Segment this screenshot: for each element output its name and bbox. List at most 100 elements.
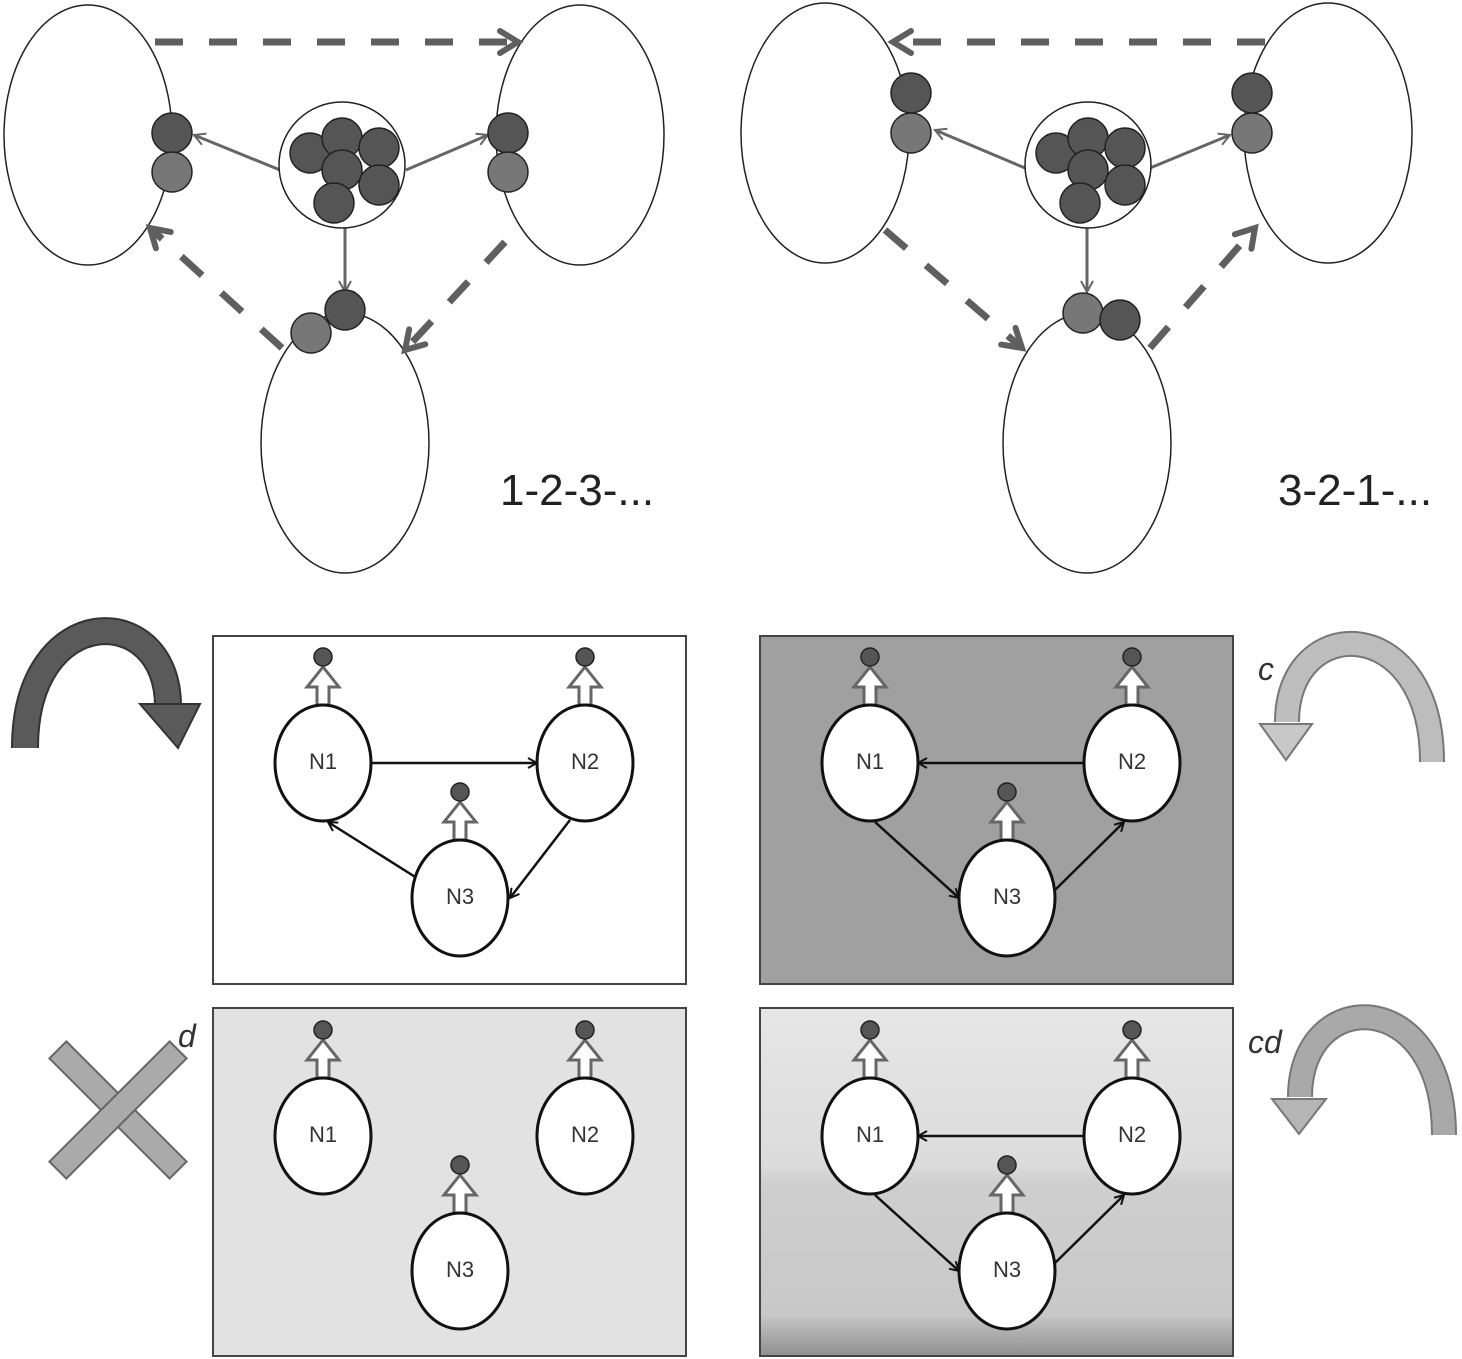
node-label: N2 [571, 1122, 599, 1147]
network-node: N1 [820, 1020, 920, 1196]
output-arrow-icon [440, 1172, 480, 1215]
neuron-ellipse [3, 4, 173, 266]
output-arrow-icon [565, 1037, 605, 1080]
output-arrow-icon [440, 799, 480, 842]
connection-arrow [1054, 822, 1124, 891]
output-arrow-icon [987, 799, 1027, 842]
synapse-dot [290, 312, 332, 354]
output-dot [1122, 1020, 1142, 1040]
sequence-label-forward: 1-2-3-... [500, 466, 654, 515]
synapse-dot [890, 112, 932, 154]
top-right-diagram [740, 2, 1413, 574]
output-arrow-icon [850, 664, 890, 707]
node-label: N2 [571, 749, 599, 774]
node-ellipse [410, 1211, 510, 1331]
output-dot [860, 1020, 880, 1040]
connection-arrow [328, 822, 421, 882]
cross-icon [47, 1039, 189, 1181]
network-node: N3 [410, 782, 510, 958]
node-label: N3 [446, 884, 474, 909]
node-ellipse [957, 1211, 1057, 1331]
output-dot [313, 647, 333, 667]
network-node: N3 [957, 1155, 1057, 1331]
node-label: N3 [446, 1257, 474, 1282]
output-arrow-icon [850, 1037, 890, 1080]
node-ellipse [820, 703, 920, 823]
node-ellipse [410, 838, 510, 958]
node-ellipse [1082, 703, 1182, 823]
clockwise-arrow-icon [11, 617, 202, 750]
output-dot [997, 1155, 1017, 1175]
output-dot [575, 647, 595, 667]
synapse-dot [487, 151, 529, 193]
output-arrow-icon [565, 664, 605, 707]
network-node: N2 [535, 1020, 635, 1196]
synapse-dot [890, 72, 932, 114]
network-node: N2 [1082, 647, 1182, 823]
annotation-cd: cd [1248, 1024, 1283, 1060]
dashed-arrow [882, 227, 1027, 352]
network-node: N3 [410, 1155, 510, 1331]
synapse-dot [324, 289, 366, 331]
output-dot [997, 782, 1017, 802]
node-ellipse [957, 838, 1057, 958]
release-arrow [405, 135, 488, 172]
connection-arrow [1054, 1195, 1124, 1264]
dashed-arrow [145, 224, 285, 351]
network-node: N2 [535, 647, 635, 823]
output-dot [313, 1020, 333, 1040]
output-arrow-icon [303, 1037, 343, 1080]
output-dot [450, 1155, 470, 1175]
cluster-dot [1059, 182, 1101, 224]
network-node: N1 [273, 647, 373, 823]
cluster-dot [358, 127, 400, 169]
synapse-dot [1231, 72, 1273, 114]
synapse-dot [1099, 299, 1141, 341]
output-arrow-icon [303, 664, 343, 707]
cluster-dot [313, 182, 355, 224]
output-arrow-icon [1112, 664, 1152, 707]
network-node: N1 [273, 1020, 373, 1196]
node-ellipse [273, 1076, 373, 1196]
node-ellipse [1082, 1076, 1182, 1196]
top-left-diagram [3, 4, 665, 574]
node-ellipse [535, 1076, 635, 1196]
synapse-dot [1231, 112, 1273, 154]
node-label: N1 [309, 749, 337, 774]
counterclockwise-arrow-icon-c [1258, 631, 1445, 763]
network-node: N2 [1082, 1020, 1182, 1196]
connection-arrow [510, 819, 571, 898]
release-arrow [935, 130, 1026, 170]
node-ellipse [820, 1076, 920, 1196]
connection-arrow [874, 1194, 959, 1271]
synapse-dot [487, 112, 529, 154]
dashed-arrow [1147, 223, 1259, 351]
counterclockwise-arrow-icon-cd [1269, 1004, 1457, 1136]
cluster-dot [358, 164, 400, 206]
node-label: N3 [993, 884, 1021, 909]
release-arrow [1149, 135, 1230, 170]
annotation-c: c [1258, 651, 1274, 687]
output-dot [1122, 647, 1142, 667]
output-dot [860, 647, 880, 667]
sequence-label-reverse: 3-2-1-... [1278, 466, 1432, 515]
node-label: N1 [856, 749, 884, 774]
output-dot [450, 782, 470, 802]
node-label: N1 [309, 1122, 337, 1147]
network-node: N1 [820, 647, 920, 823]
node-label: N1 [856, 1122, 884, 1147]
node-ellipse [535, 703, 635, 823]
synapse-dot [151, 112, 193, 154]
output-dot [575, 1020, 595, 1040]
node-ellipse [273, 703, 373, 823]
release-arrow [194, 135, 281, 172]
synapse-dot [1062, 292, 1104, 334]
cluster-dot [1104, 127, 1146, 169]
annotation-d: d [178, 1018, 197, 1054]
synapse-dot [151, 151, 193, 193]
dashed-arrow [401, 239, 508, 355]
output-arrow-icon [1112, 1037, 1152, 1080]
node-label: N2 [1118, 1122, 1146, 1147]
neuron-ellipse [740, 2, 910, 264]
